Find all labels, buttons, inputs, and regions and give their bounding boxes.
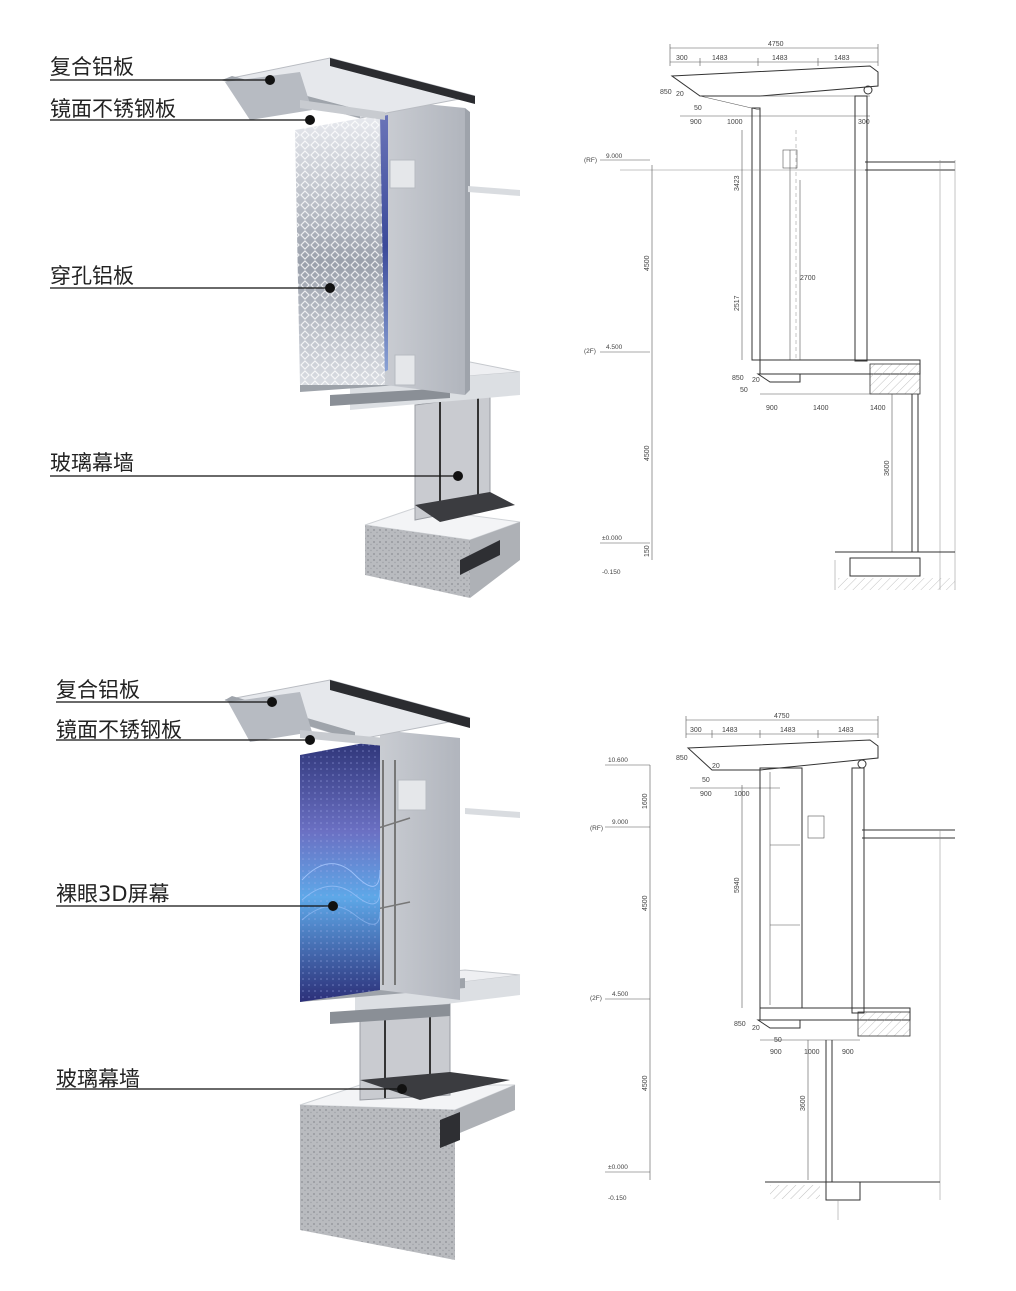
dim-label: 900 <box>770 1049 782 1056</box>
dim-label: 20 <box>752 1025 760 1032</box>
facade-3d-model <box>224 679 521 1260</box>
dim-label: 4500 <box>642 1075 649 1091</box>
callout-dot <box>267 697 277 707</box>
callout-label-naked-eye-3d-screen: 裸眼3D屏幕 <box>56 882 170 906</box>
level-value: 4.500 <box>606 344 623 351</box>
dim-label: 4500 <box>644 445 651 461</box>
section-drawing: 4750 300 1483 1483 1483 900 1000 50 20 8… <box>590 713 955 1220</box>
dim-label: 900 <box>700 791 712 798</box>
dim-label: 3600 <box>800 1095 807 1111</box>
bottom-figure: 复合铝板 镜面不锈钢板 裸眼3D屏幕 玻璃幕墙 4750 300 1483 14… <box>56 678 955 1260</box>
dim-label: 300 <box>858 119 870 126</box>
dim-label: 4500 <box>642 895 649 911</box>
dim-total-width: 4750 <box>768 41 784 48</box>
dim-label: 300 <box>690 727 702 734</box>
dim-label: 850 <box>732 375 744 382</box>
dim-label: 900 <box>766 405 778 412</box>
callout-group: 复合铝板 镜面不锈钢板 裸眼3D屏幕 玻璃幕墙 <box>56 678 407 1094</box>
callout-dot <box>453 471 463 481</box>
dim-label: 850 <box>676 755 688 762</box>
dim-label: 850 <box>660 89 672 96</box>
dim-label: 50 <box>702 777 710 784</box>
callout-group: 复合铝板 镜面不锈钢板 穿孔铝板 玻璃幕墙 <box>50 55 463 481</box>
dim-label: 2517 <box>734 295 741 311</box>
dim-label: 1483 <box>834 55 850 62</box>
dim-label: 3600 <box>884 460 891 476</box>
level-tag: (RF) <box>584 157 597 164</box>
dim-label: 300 <box>676 55 688 62</box>
level-value: ±0.000 <box>602 535 622 542</box>
callout-label-glass-curtain-wall: 玻璃幕墙 <box>56 1067 140 1091</box>
level-value: 9.000 <box>606 153 623 160</box>
level-value: ±0.000 <box>608 1164 628 1171</box>
dim-label: 50 <box>774 1037 782 1044</box>
section-drawing: 4750 300 1483 1483 1483 850 20 50 900 10… <box>584 41 956 590</box>
dim-label: 1483 <box>780 727 796 734</box>
dim-label: 1483 <box>722 727 738 734</box>
dim-label: 3423 <box>734 175 741 191</box>
dim-label: 5940 <box>734 877 741 893</box>
dim-label: 1000 <box>727 119 743 126</box>
level-value: -0.150 <box>608 1195 627 1202</box>
callout-label-glass-curtain-wall: 玻璃幕墙 <box>50 451 134 475</box>
dim-label: 20 <box>676 91 684 98</box>
dim-label: 1483 <box>712 55 728 62</box>
level-value: 4.500 <box>612 991 629 998</box>
perforated-facade-panel: 复合铝板 镜面不锈钢板 穿孔铝板 玻璃幕墙 4750 300 1483 1483… <box>0 0 1016 640</box>
level-value: 9.000 <box>612 819 629 826</box>
callout-label-mirror-steel: 镜面不锈钢板 <box>50 97 176 121</box>
callout-label-composite-aluminum: 复合铝板 <box>56 678 140 702</box>
level-value: -0.150 <box>602 569 621 576</box>
callout-dot <box>305 735 315 745</box>
dim-label: 1483 <box>838 727 854 734</box>
dim-label: 1000 <box>804 1049 820 1056</box>
level-tag: (2F) <box>584 348 596 355</box>
facade-3d-model <box>221 57 521 598</box>
dim-label: 850 <box>734 1021 746 1028</box>
top-figure: 复合铝板 镜面不锈钢板 穿孔铝板 玻璃幕墙 4750 300 1483 1483… <box>50 41 956 598</box>
dim-label: 900 <box>690 119 702 126</box>
dim-label: 2700 <box>800 275 816 282</box>
callout-label-composite-aluminum: 复合铝板 <box>50 55 134 79</box>
dim-total-width: 4750 <box>774 713 790 720</box>
dim-label: 50 <box>694 105 702 112</box>
dim-label: 20 <box>712 763 720 770</box>
callout-dot <box>328 901 338 911</box>
screen-facade-panel: 复合铝板 镜面不锈钢板 裸眼3D屏幕 玻璃幕墙 4750 300 1483 14… <box>0 640 1016 1280</box>
dim-label: 1400 <box>870 405 886 412</box>
dim-label: 50 <box>740 387 748 394</box>
dim-label: 1400 <box>813 405 829 412</box>
callout-label-perforated-aluminum: 穿孔铝板 <box>50 264 134 288</box>
level-value: 10.600 <box>608 757 628 764</box>
callout-dot <box>325 283 335 293</box>
callout-dot <box>265 75 275 85</box>
callout-dot <box>305 115 315 125</box>
callout-label-mirror-steel: 镜面不锈钢板 <box>56 718 182 742</box>
dim-label: 1600 <box>642 793 649 809</box>
level-tag: (RF) <box>590 825 603 832</box>
dim-label: 150 <box>644 545 651 557</box>
callout-dot <box>397 1084 407 1094</box>
dim-label: 900 <box>842 1049 854 1056</box>
level-tag: (2F) <box>590 995 602 1002</box>
dim-label: 4500 <box>644 255 651 271</box>
dim-label: 1483 <box>772 55 788 62</box>
dim-label: 20 <box>752 377 760 384</box>
